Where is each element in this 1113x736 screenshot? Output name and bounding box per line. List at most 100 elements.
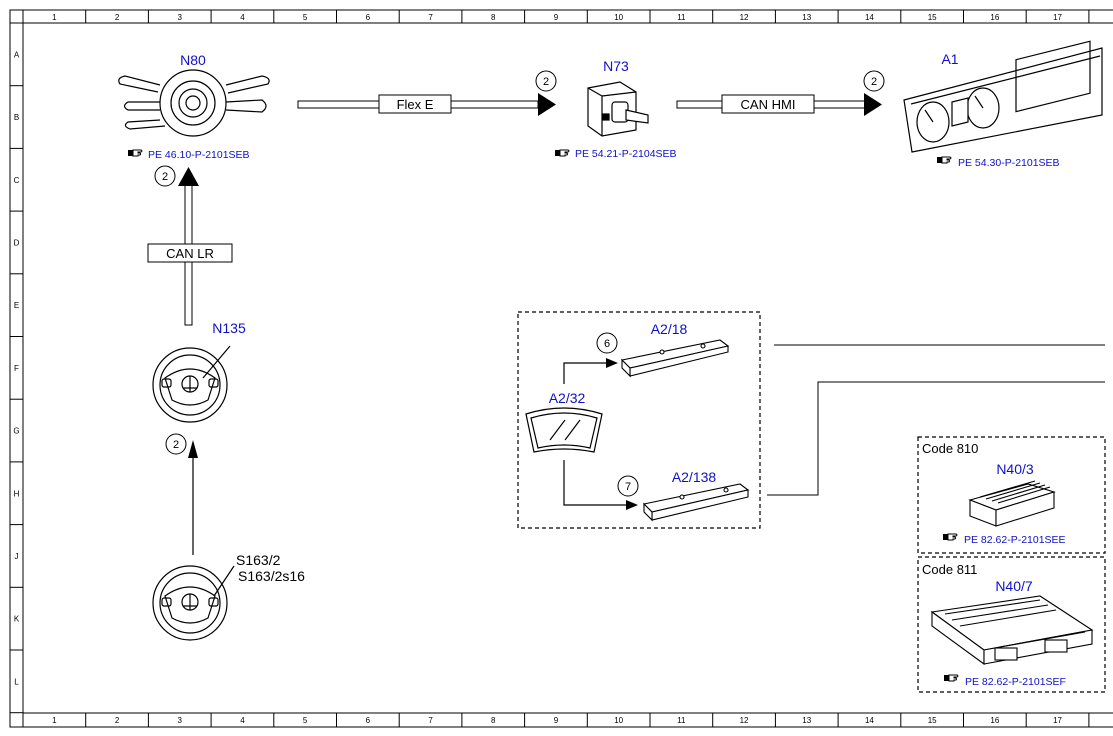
column-label-13-top: 13	[802, 13, 811, 22]
column-label-11-bottom: 11	[677, 716, 686, 725]
n40-7-amplifier-illustration	[930, 595, 1094, 666]
code-811-label: Code 811	[922, 562, 977, 577]
n80-illustration	[118, 69, 270, 137]
n40-3-reference[interactable]: PE 82.62-P-2101SEE	[964, 534, 1066, 546]
flex-e-label: Flex E	[397, 97, 434, 112]
row-label-E: E	[14, 301, 19, 310]
column-label-16-bottom: 16	[990, 716, 999, 725]
column-label-14-top: 14	[865, 13, 874, 22]
column-label-5-bottom: 5	[303, 716, 308, 725]
a2-138-component[interactable]: A2/138	[642, 469, 750, 522]
n40-7-label: N40/7	[995, 578, 1033, 594]
can-lr-marker: 2	[162, 171, 168, 183]
s163-marker: 2	[173, 439, 179, 451]
s163-to-n135-connection[interactable]: 2	[165, 433, 198, 555]
n80-label: N80	[180, 52, 206, 68]
column-label-4-bottom: 4	[240, 716, 245, 725]
n40-3-amplifier-illustration	[968, 480, 1056, 527]
column-label-11-top: 11	[677, 13, 686, 22]
a2-32-windshield-illustration	[525, 407, 603, 453]
a2-18-illustration	[620, 339, 730, 378]
flex-e-marker: 2	[543, 76, 549, 88]
row-label-J: J	[15, 552, 19, 561]
frame-border	[9, 9, 1113, 728]
can-lr-label: CAN LR	[166, 246, 214, 261]
antenna-group	[517, 311, 1105, 529]
flex-e-connection[interactable]: Flex E 2	[297, 70, 557, 116]
column-label-9-top: 9	[554, 13, 559, 22]
s163-label-1: S163/2	[236, 552, 281, 568]
row-label-A: A	[14, 50, 20, 59]
column-label-10-top: 10	[614, 13, 623, 22]
column-label-16-top: 16	[990, 13, 999, 22]
row-label-G: G	[13, 427, 19, 436]
row-label-H: H	[14, 489, 20, 498]
column-label-1-bottom: 1	[52, 716, 57, 725]
column-label-3-top: 3	[178, 13, 183, 22]
column-label-1-top: 1	[52, 13, 57, 22]
n40-3-label: N40/3	[996, 461, 1034, 477]
column-label-8-bottom: 8	[491, 716, 496, 725]
n73-label: N73	[603, 58, 629, 74]
n80-component[interactable]: N80 PE 46.10-P-2101SEB	[118, 52, 270, 161]
a1-component[interactable]: A1 PE 54.30-P-2101SEB	[903, 40, 1103, 169]
column-label-7-top: 7	[428, 13, 433, 22]
column-label-10-bottom: 10	[614, 716, 623, 725]
row-label-D: D	[14, 238, 20, 247]
row-label-B: B	[14, 113, 19, 122]
column-label-14-bottom: 14	[865, 716, 874, 725]
code-810-label: Code 810	[922, 441, 978, 456]
can-hmi-connection[interactable]: CAN HMI 2	[676, 70, 885, 116]
a1-illustration	[903, 40, 1103, 153]
can-hmi-label: CAN HMI	[741, 97, 796, 112]
row-label-F: F	[14, 364, 19, 373]
marker-7: 7	[625, 481, 631, 493]
a2-138-label: A2/138	[672, 469, 717, 485]
n73-reference[interactable]: PE 54.21-P-2104SEB	[575, 148, 677, 160]
n73-illustration	[587, 81, 649, 137]
a1-label: A1	[941, 51, 958, 67]
can-hmi-marker: 2	[871, 76, 877, 88]
row-label-K: K	[14, 615, 20, 624]
column-label-6-top: 6	[366, 13, 371, 22]
a2-6-link[interactable]: 6	[563, 332, 618, 384]
s163-component[interactable]: S163/2 S163/2s16	[152, 552, 305, 641]
column-label-12-top: 12	[740, 13, 749, 22]
n73-component[interactable]: N73 PE 54.21-P-2104SEB	[554, 58, 677, 160]
column-label-3-bottom: 3	[178, 716, 183, 725]
n80-reference[interactable]: PE 46.10-P-2101SEB	[148, 149, 250, 161]
s163-steering-wheel-illustration	[152, 565, 235, 641]
n40-3-component[interactable]: Code 810 N40/3 PE 82.62-P-2101SEE	[917, 436, 1106, 554]
n135-component[interactable]: N135	[152, 320, 246, 423]
a1-reference[interactable]: PE 54.30-P-2101SEB	[958, 157, 1060, 169]
row-label-L: L	[14, 677, 19, 686]
a2-138-illustration	[642, 483, 750, 522]
n40-7-component[interactable]: Code 811 N40/7 PE 82.62-P-2101SEF	[917, 556, 1106, 693]
n135-steering-wheel-illustration	[152, 345, 231, 423]
column-label-15-top: 15	[928, 13, 937, 22]
column-label-7-bottom: 7	[428, 716, 433, 725]
column-label-15-bottom: 15	[928, 716, 937, 725]
s163-label-2: S163/2s16	[238, 568, 305, 584]
column-label-4-top: 4	[240, 13, 245, 22]
column-label-5-top: 5	[303, 13, 308, 22]
column-label-9-bottom: 9	[554, 716, 559, 725]
a2-32-label: A2/32	[549, 390, 586, 406]
column-label-8-top: 8	[491, 13, 496, 22]
column-label-17-bottom: 17	[1053, 716, 1062, 725]
can-lr-connection[interactable]: CAN LR 2	[147, 165, 233, 326]
a2-18-component[interactable]: A2/18	[620, 321, 730, 378]
column-label-2-bottom: 2	[115, 716, 120, 725]
marker-6: 6	[604, 338, 610, 350]
column-label-17-top: 17	[1053, 13, 1062, 22]
column-label-2-top: 2	[115, 13, 120, 22]
a2-32-component[interactable]: A2/32	[525, 390, 603, 453]
n40-7-reference[interactable]: PE 82.62-P-2101SEF	[965, 676, 1066, 688]
column-label-6-bottom: 6	[366, 716, 371, 725]
a2-7-link[interactable]: 7	[563, 460, 639, 510]
column-label-13-bottom: 13	[802, 716, 811, 725]
column-label-12-bottom: 12	[740, 716, 749, 725]
column-ruler: 1122334455667788991010111112121313141415…	[22, 10, 1090, 727]
